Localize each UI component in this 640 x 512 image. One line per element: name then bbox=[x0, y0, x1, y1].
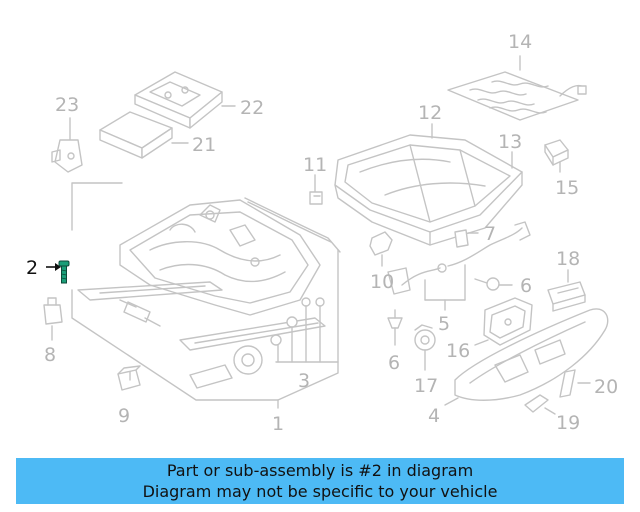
callout-3: 3 bbox=[298, 370, 310, 392]
callout-14: 14 bbox=[508, 31, 532, 53]
callout-2: 2 bbox=[26, 257, 38, 279]
part-6-bolt-upper bbox=[474, 277, 513, 291]
part-22-module bbox=[134, 71, 236, 129]
callout-12: 12 bbox=[418, 102, 442, 124]
callout-6-lower: 6 bbox=[388, 352, 400, 374]
part-6-bolt-lower bbox=[387, 309, 403, 346]
part-10-cap bbox=[369, 231, 393, 267]
seat-frame-illustration bbox=[77, 197, 341, 389]
callout-8: 8 bbox=[44, 344, 56, 366]
info-banner: Part or sub-assembly is #2 in diagram Di… bbox=[16, 458, 624, 504]
callout-1: 1 bbox=[272, 413, 284, 435]
callout-19: 19 bbox=[556, 412, 580, 434]
part-8-clip bbox=[43, 297, 63, 341]
part-2-bolt-highlighted bbox=[46, 260, 70, 284]
part-15-switch bbox=[544, 139, 569, 173]
part-17-motor bbox=[414, 324, 436, 371]
callout-13: 13 bbox=[498, 131, 522, 153]
callout-5: 5 bbox=[438, 313, 450, 335]
callout-7: 7 bbox=[484, 223, 496, 245]
part-5-wire-harness bbox=[387, 221, 531, 311]
callout-16: 16 bbox=[446, 340, 470, 362]
callout-22: 22 bbox=[240, 97, 264, 119]
callout-11: 11 bbox=[303, 154, 327, 176]
part-20-knob bbox=[559, 369, 591, 398]
callout-6-upper: 6 bbox=[520, 275, 532, 297]
callout-23: 23 bbox=[55, 94, 79, 116]
part-21-module bbox=[99, 111, 189, 159]
part-1-frame-bracket bbox=[71, 182, 339, 409]
part-7-clip bbox=[454, 229, 479, 248]
part-11-clip bbox=[309, 174, 323, 205]
part-23-bracket bbox=[51, 117, 83, 173]
callout-10: 10 bbox=[370, 271, 394, 293]
callout-18: 18 bbox=[556, 248, 580, 270]
callout-15: 15 bbox=[555, 177, 579, 199]
callout-17: 17 bbox=[414, 375, 438, 397]
part-18-switch bbox=[547, 269, 586, 312]
callout-9: 9 bbox=[118, 405, 130, 427]
callout-20: 20 bbox=[594, 376, 618, 398]
callout-4: 4 bbox=[428, 405, 440, 427]
part-19-knob bbox=[524, 394, 556, 415]
part-4-side-shield bbox=[444, 308, 609, 406]
callout-21: 21 bbox=[192, 134, 216, 156]
part-14-heater-pad bbox=[447, 55, 587, 121]
part-12-seat-cushion bbox=[334, 123, 523, 246]
part-16-module bbox=[474, 297, 533, 346]
parts-diagram: 1 2 3 4 5 6 6 7 8 9 10 11 12 13 14 15 16… bbox=[26, 31, 618, 435]
part-9-cover bbox=[117, 365, 141, 391]
banner-part-note: Part or sub-assembly is #2 in diagram bbox=[166, 461, 474, 480]
banner-disclaimer: Diagram may not be specific to your vehi… bbox=[142, 482, 498, 501]
